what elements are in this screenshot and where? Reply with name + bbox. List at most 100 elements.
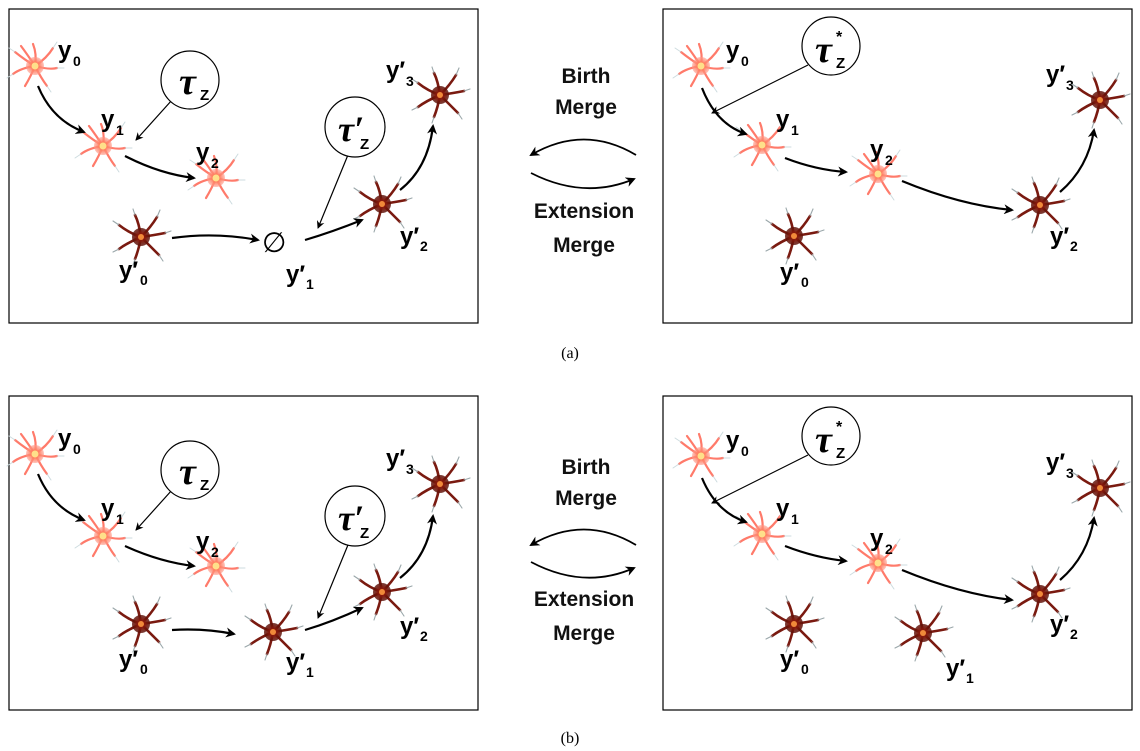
- arrow-y1-y2: [784, 544, 848, 566]
- label-yprime0: y′: [780, 646, 799, 673]
- label-y0: y: [726, 427, 740, 454]
- label-y2: y: [196, 139, 210, 166]
- tau-star-circle: [801, 16, 861, 76]
- arrow-y2-yp2: [901, 179, 1014, 215]
- label-y0-sub: 0: [73, 441, 81, 457]
- arrow-empty-yp2: [304, 218, 364, 242]
- label-yprime0: y′: [780, 259, 799, 286]
- tau-z-pointer: [135, 99, 173, 141]
- label-yprime0-sub: 0: [801, 661, 809, 677]
- arrow-yp2-yp3: [399, 124, 438, 191]
- tau-prime-subscript: Z: [360, 525, 369, 542]
- tau-star-circle: [801, 406, 861, 466]
- panel-b: τ Z τ′ Z y 0 y 1 y 2 y′ 0 y′ 1 y′ 2 y′ 3…: [5, 395, 1133, 747]
- label-yprime2: y′: [1050, 223, 1069, 250]
- label-y1: y: [776, 495, 790, 522]
- label-yprime3-sub: 3: [1066, 77, 1074, 93]
- label-yprime3-sub: 3: [406, 73, 414, 89]
- label-yprime3: y′: [386, 445, 405, 472]
- label-y1: y: [776, 106, 790, 133]
- label-yprime0-sub: 0: [140, 661, 148, 677]
- arrow-y0-y1: [700, 87, 748, 137]
- arrow-y0-y1: [700, 477, 748, 525]
- tau-z-circle: [160, 50, 220, 110]
- extension-arrow: [530, 172, 636, 190]
- tau-star-superscript: *: [836, 29, 843, 46]
- tau-prime-circle: [324, 96, 386, 158]
- extension-arrow: [530, 561, 636, 579]
- arrow-yp1-yp2: [304, 606, 364, 632]
- label-y2-sub: 2: [885, 541, 893, 557]
- label-yprime3: y′: [1046, 449, 1065, 476]
- birth-label: Birth: [562, 65, 611, 88]
- arrow-yp0-empty: [171, 233, 260, 244]
- tau-z-subscript: Z: [200, 87, 209, 104]
- birth-merge-label: Merge: [555, 487, 617, 510]
- tau-z-symbol: τ: [179, 451, 197, 493]
- tau-z-subscript: Z: [200, 477, 209, 494]
- label-yprime3: y′: [1046, 61, 1065, 88]
- label-yprime2: y′: [1050, 611, 1069, 638]
- arrow-yp2-yp3: [1059, 128, 1098, 193]
- tau-prime-subscript: Z: [360, 136, 369, 153]
- label-yprime1-sub: 1: [966, 670, 974, 686]
- panel-a-middle: Birth Merge Extension Merge: [529, 65, 637, 257]
- arrow-y0-y1: [36, 85, 86, 134]
- tau-prime-symbol: τ′: [338, 498, 364, 538]
- label-yprime0-sub: 0: [801, 274, 809, 290]
- tau-star-pointer: [711, 64, 809, 114]
- label-yprime1-sub: 1: [306, 276, 314, 292]
- empty-set-symbol: ∅: [262, 227, 286, 258]
- birth-arrow: [529, 528, 637, 547]
- panel-a: τ Z τ′ Z y 0 y 1 y 2 y′ 0 y′ 1 y′ 2 y′ 3…: [5, 8, 1133, 362]
- birth-label: Birth: [562, 456, 611, 479]
- label-y1: y: [101, 106, 115, 133]
- label-yprime2-sub: 2: [1070, 238, 1078, 254]
- extension-label: Extension: [534, 200, 634, 223]
- label-y2-sub: 2: [211, 544, 219, 560]
- tau-star-pointer: [711, 454, 809, 504]
- tau-prime-symbol: τ′: [338, 109, 364, 149]
- label-yprime0-sub: 0: [140, 272, 148, 288]
- label-y2-sub: 2: [885, 152, 893, 168]
- panel-b-middle: Birth Merge Extension Merge: [529, 456, 637, 645]
- label-yprime1-sub: 1: [306, 664, 314, 680]
- label-yprime1: y′: [286, 261, 305, 288]
- extension-label: Extension: [534, 588, 634, 611]
- tau-star-subscript: Z: [836, 55, 845, 72]
- label-y2: y: [870, 136, 884, 163]
- label-y0-sub: 0: [741, 443, 749, 459]
- arrow-yp2-yp3: [1059, 516, 1098, 581]
- label-yprime3-sub: 3: [1066, 465, 1074, 481]
- extension-merge-label: Merge: [553, 234, 615, 257]
- tau-star-symbol: τ: [815, 29, 833, 71]
- label-yprime2: y′: [400, 613, 419, 640]
- label-yprime1: y′: [946, 655, 965, 682]
- panel-a-right-frame: τ Z * y 0 y 1 y 2 y′ 0 y′ 2 y′ 3: [662, 8, 1133, 324]
- tau-prime-pointer: [316, 539, 351, 619]
- label-yprime0: y′: [119, 257, 138, 284]
- tau-star-symbol: τ: [815, 419, 833, 461]
- label-y0: y: [58, 425, 72, 452]
- arrow-yp0-yp1: [171, 627, 236, 638]
- tau-prime-circle: [324, 485, 386, 547]
- label-y1-sub: 1: [116, 122, 124, 138]
- label-yprime2-sub: 2: [420, 628, 428, 644]
- tau-prime-pointer: [316, 149, 351, 229]
- birth-merge-label: Merge: [555, 96, 617, 119]
- label-yprime0: y′: [119, 646, 138, 673]
- label-y0-sub: 0: [741, 53, 749, 69]
- tau-star-subscript: Z: [836, 445, 845, 462]
- label-yprime1: y′: [286, 649, 305, 676]
- label-y1-sub: 1: [791, 511, 799, 527]
- panel-b-right-frame: τ Z * y 0 y 1 y 2 y′ 0 y′ 1 y′ 2 y′ 3: [662, 395, 1133, 711]
- birth-arrow: [529, 138, 637, 157]
- panel-b-left-frame: τ Z τ′ Z y 0 y 1 y 2 y′ 0 y′ 1 y′ 2 y′ 3: [5, 395, 479, 711]
- extension-merge-label: Merge: [553, 622, 615, 645]
- label-yprime2: y′: [400, 223, 419, 250]
- tau-z-symbol: τ: [179, 61, 197, 103]
- label-y1-sub: 1: [116, 511, 124, 527]
- label-yprime2-sub: 2: [1070, 626, 1078, 642]
- label-yprime3: y′: [386, 57, 405, 84]
- label-y2-sub: 2: [211, 155, 219, 171]
